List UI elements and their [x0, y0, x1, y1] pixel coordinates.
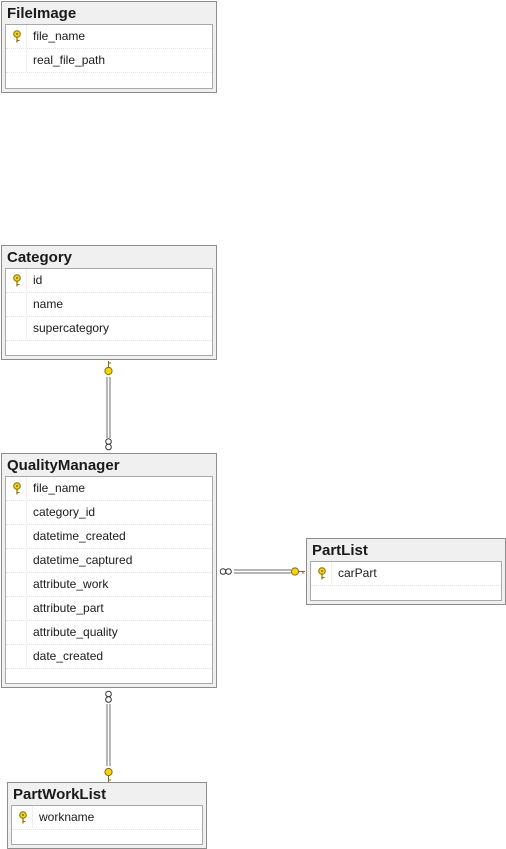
primary-key-icon: [13, 30, 21, 43]
primary-key-icon: [318, 567, 326, 580]
column-name: attribute_part: [33, 601, 104, 615]
column-row[interactable]: file_name: [6, 477, 212, 501]
one-end-key-icon: [104, 361, 113, 376]
column-name: attribute_work: [33, 577, 109, 591]
table-title: FileImage: [7, 5, 77, 22]
one-end-key-icon: [290, 567, 305, 576]
many-end-infinity-icon: [105, 690, 112, 703]
column-list: carPart: [310, 561, 502, 601]
column-name: real_file_path: [33, 53, 106, 67]
table-qualitymanager[interactable]: QualityManager file_name category_id dat…: [1, 453, 217, 688]
table-partworklist[interactable]: PartWorkList workname: [7, 782, 207, 849]
column-name: carPart: [338, 566, 377, 580]
column-row[interactable]: carPart: [311, 562, 501, 586]
column-row[interactable]: file_name: [6, 25, 212, 49]
column-row[interactable]: category_id: [6, 501, 212, 525]
column-row[interactable]: attribute_part: [6, 597, 212, 621]
table-partlist[interactable]: PartList carPart: [306, 538, 506, 605]
column-name: supercategory: [33, 321, 110, 335]
column-row[interactable]: attribute_work: [6, 573, 212, 597]
column-list: id name supercategory: [5, 268, 213, 356]
column-name: name: [33, 297, 64, 311]
column-name: id: [33, 273, 43, 287]
column-name: category_id: [33, 505, 96, 519]
column-list: file_name category_id datetime_created d…: [5, 476, 213, 684]
table-title: Category: [7, 249, 73, 266]
column-list: workname: [11, 805, 203, 845]
relationship-qualitymanager-partlist[interactable]: [219, 567, 305, 576]
column-name: datetime_created: [33, 529, 126, 543]
many-end-infinity-icon: [219, 568, 232, 575]
column-row[interactable]: supercategory: [6, 317, 212, 341]
column-name: file_name: [33, 481, 86, 495]
column-list: file_name real_file_path: [5, 24, 213, 89]
table-title: QualityManager: [7, 457, 120, 474]
column-row[interactable]: real_file_path: [6, 49, 212, 73]
column-name: datetime_captured: [33, 553, 133, 567]
column-row[interactable]: datetime_captured: [6, 549, 212, 573]
table-title: PartList: [312, 542, 368, 559]
column-row[interactable]: id: [6, 269, 212, 293]
column-row[interactable]: workname: [12, 806, 202, 830]
relationship-qualitymanager-partworklist[interactable]: [104, 690, 113, 782]
relationship-category-qualitymanager[interactable]: [104, 361, 113, 451]
primary-key-icon: [19, 811, 27, 824]
table-title: PartWorkList: [13, 786, 107, 803]
table-fileimage[interactable]: FileImage file_name real_file_path: [1, 1, 217, 93]
column-row[interactable]: attribute_quality: [6, 621, 212, 645]
column-row[interactable]: datetime_created: [6, 525, 212, 549]
primary-key-icon: [13, 274, 21, 287]
column-name: date_created: [33, 649, 104, 663]
one-end-key-icon: [104, 767, 113, 782]
column-row[interactable]: name: [6, 293, 212, 317]
column-name: workname: [39, 810, 95, 824]
table-category[interactable]: Category id name supercategory: [1, 245, 217, 360]
column-row[interactable]: date_created: [6, 645, 212, 669]
primary-key-icon: [13, 482, 21, 495]
column-name: file_name: [33, 29, 86, 43]
column-name: attribute_quality: [33, 625, 118, 639]
many-end-infinity-icon: [105, 438, 112, 451]
